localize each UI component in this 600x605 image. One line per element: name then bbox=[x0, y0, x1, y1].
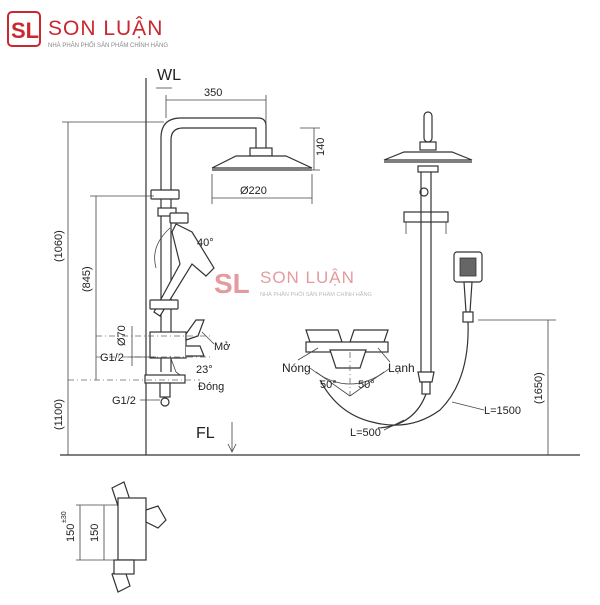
handshower-holder bbox=[169, 212, 189, 224]
dim-1100: (1100) bbox=[53, 399, 65, 430]
mixer-lever-front bbox=[329, 349, 367, 369]
top-clamp bbox=[150, 189, 180, 200]
logo-mark: SL bbox=[11, 18, 39, 43]
label-dong: Đóng bbox=[198, 381, 224, 393]
watermark-name: SON LUẬN bbox=[260, 268, 355, 287]
nong-leader bbox=[297, 347, 319, 361]
hand-shower-nut bbox=[462, 311, 474, 323]
hose-left bbox=[377, 393, 427, 429]
hand-shower-arc bbox=[154, 227, 171, 269]
front-arm-top bbox=[423, 111, 433, 143]
front-diverter bbox=[417, 371, 435, 383]
spout-nut bbox=[160, 397, 170, 407]
brand-name: SON LUẬN bbox=[48, 17, 163, 40]
brand-logo: SL bbox=[7, 11, 41, 47]
small-mixer-lever bbox=[145, 505, 167, 529]
hand-shower-handle-front bbox=[463, 281, 473, 313]
label-l1500: L=1500 bbox=[484, 405, 521, 417]
label-l500: L=500 bbox=[350, 427, 381, 439]
mo-leader bbox=[201, 331, 215, 345]
hose-right bbox=[319, 321, 469, 426]
dim-1060: (1060) bbox=[53, 230, 65, 262]
watermark-mark: SL bbox=[214, 268, 250, 299]
column-joint bbox=[157, 207, 177, 217]
angle-50-right: 50° bbox=[358, 379, 375, 391]
mixer-left-cap bbox=[305, 329, 343, 343]
hand-shower-spray-face bbox=[459, 257, 477, 277]
mixer-outlet-side bbox=[186, 345, 205, 357]
slide-clamp bbox=[149, 299, 179, 310]
l1500-leader bbox=[451, 401, 485, 411]
angle-40: 40° bbox=[197, 237, 214, 249]
g12-bottom: G1/2 bbox=[112, 395, 136, 407]
mixer-lever-side bbox=[185, 319, 205, 341]
label-nong: Nóng bbox=[282, 361, 311, 375]
shower-head-mount bbox=[249, 147, 273, 157]
front-top-bracket bbox=[403, 211, 449, 223]
watermark-tagline: NHÀ PHÂN PHỐI SẢN PHẨM CHÍNH HÃNG bbox=[260, 291, 372, 298]
dim-150: 150 bbox=[89, 524, 101, 542]
small-bot-connector bbox=[113, 559, 135, 575]
label-lanh: Lạnh bbox=[388, 361, 415, 375]
angle-ray-right bbox=[349, 371, 385, 397]
angle-23: 23° bbox=[196, 364, 213, 376]
brand-tagline: NHÀ PHÂN PHỐI SẢN PHẨM CHÍNH HÃNG bbox=[48, 42, 168, 49]
bottom-connector bbox=[144, 374, 186, 384]
spout-stub bbox=[159, 382, 171, 398]
small-mixer-body bbox=[117, 497, 147, 561]
shower-column-inner bbox=[170, 127, 257, 372]
fl-label: FL bbox=[196, 425, 215, 442]
front-outlet bbox=[421, 381, 431, 395]
dim-1650: (1650) bbox=[533, 372, 545, 404]
dim-70: Ø70 bbox=[116, 325, 128, 346]
angle-ray-left bbox=[315, 371, 351, 397]
dim-350: 350 bbox=[204, 87, 222, 99]
mixer-right-cap bbox=[349, 329, 389, 343]
dim-845: (845) bbox=[81, 266, 93, 292]
label-mo: Mở bbox=[214, 341, 230, 353]
dim-140: 140 bbox=[315, 138, 327, 156]
front-head-mount bbox=[419, 141, 437, 151]
shower-head-top bbox=[211, 155, 313, 169]
dim-150-tol-sup: ±30 bbox=[61, 511, 68, 523]
g12-top: G1/2 bbox=[100, 352, 124, 364]
watermark: SL SON LUẬN NHÀ PHÂN PHỐI SẢN PHẨM CHÍNH… bbox=[214, 268, 372, 299]
hand-shower-side bbox=[153, 223, 215, 317]
front-head-joint bbox=[417, 165, 439, 173]
front-head-top bbox=[383, 151, 473, 161]
front-joint-circle bbox=[419, 187, 429, 197]
shower-column-outer bbox=[160, 117, 267, 372]
mixer-body-side bbox=[149, 331, 187, 359]
dim-150-tol: 150 bbox=[65, 524, 77, 542]
angle-50-left: 50° bbox=[320, 379, 337, 391]
l500-leader bbox=[383, 419, 405, 431]
lanh-leader bbox=[377, 347, 391, 363]
logo-frame bbox=[7, 11, 41, 47]
dim-220: Ø220 bbox=[240, 185, 267, 197]
fl-arrow-head bbox=[227, 443, 237, 453]
wl-label: WL bbox=[157, 67, 181, 84]
